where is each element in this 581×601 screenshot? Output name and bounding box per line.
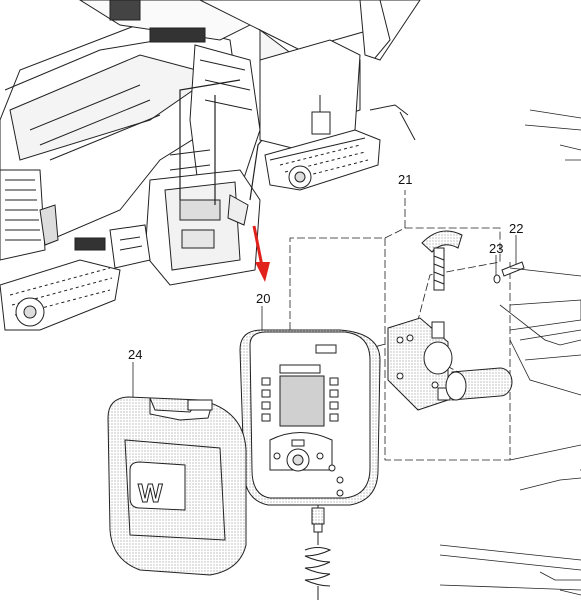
red-arrow-icon: [252, 225, 270, 282]
callout-20: 20: [256, 291, 271, 306]
mount-bracket: [387, 230, 525, 411]
machine-body: [0, 0, 421, 331]
callout-24: 24: [128, 347, 143, 362]
callout-23: 23: [489, 241, 504, 256]
callout-22: 22: [509, 221, 524, 236]
callout-21: 21: [398, 172, 413, 187]
control-panel-unit: [239, 329, 381, 520]
protective-cover: W: [107, 396, 247, 576]
brand-logo: W: [138, 478, 163, 508]
background-linework: [439, 109, 581, 596]
coiled-cable: [304, 507, 332, 600]
